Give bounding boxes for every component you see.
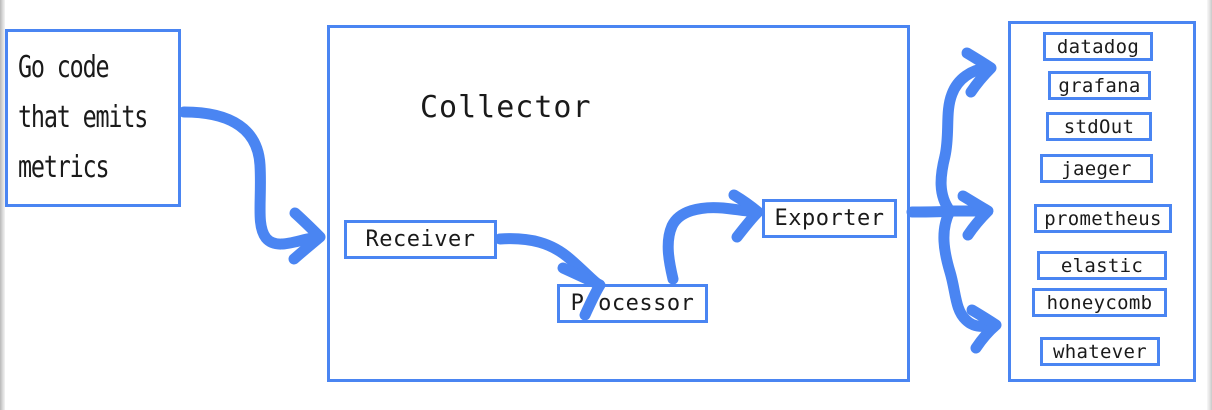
source-line-2: that emits: [18, 100, 148, 135]
processor-label: Processor: [570, 291, 695, 316]
destination-label: honeycomb: [1046, 291, 1153, 314]
destination-item[interactable]: whatever: [1040, 337, 1160, 366]
left-edge-band: [0, 0, 5, 410]
source-code-box: Go code that emits metrics: [5, 29, 181, 207]
right-edge-band: [1207, 0, 1212, 410]
destination-item[interactable]: prometheus: [1034, 204, 1172, 233]
processor-box: Processor: [557, 284, 708, 323]
destination-item[interactable]: stdOut: [1046, 112, 1152, 141]
receiver-label: Receiver: [365, 227, 476, 252]
destination-item[interactable]: jaeger: [1040, 154, 1153, 183]
destination-label: prometheus: [1044, 207, 1162, 230]
destination-label: jaeger: [1061, 157, 1132, 180]
destination-item[interactable]: honeycomb: [1032, 288, 1167, 317]
arrow-exporter-fan: [906, 47, 1002, 354]
destination-label: whatever: [1053, 340, 1147, 363]
source-line-1: Go code: [18, 50, 110, 85]
receiver-box: Receiver: [344, 220, 497, 259]
destination-item[interactable]: datadog: [1043, 32, 1153, 61]
destination-label: datadog: [1056, 35, 1140, 58]
destination-item[interactable]: elastic: [1037, 251, 1167, 280]
exporter-label: Exporter: [774, 206, 885, 231]
arrow-source-to-receiver: [178, 106, 326, 265]
destination-item[interactable]: grafana: [1048, 71, 1151, 100]
collector-title: Collector: [420, 90, 592, 125]
destination-label: stdOut: [1063, 115, 1135, 138]
source-line-3: metrics: [18, 150, 110, 185]
exporter-box: Exporter: [762, 199, 897, 238]
destination-label: elastic: [1060, 254, 1144, 277]
destination-label: grafana: [1058, 74, 1141, 97]
